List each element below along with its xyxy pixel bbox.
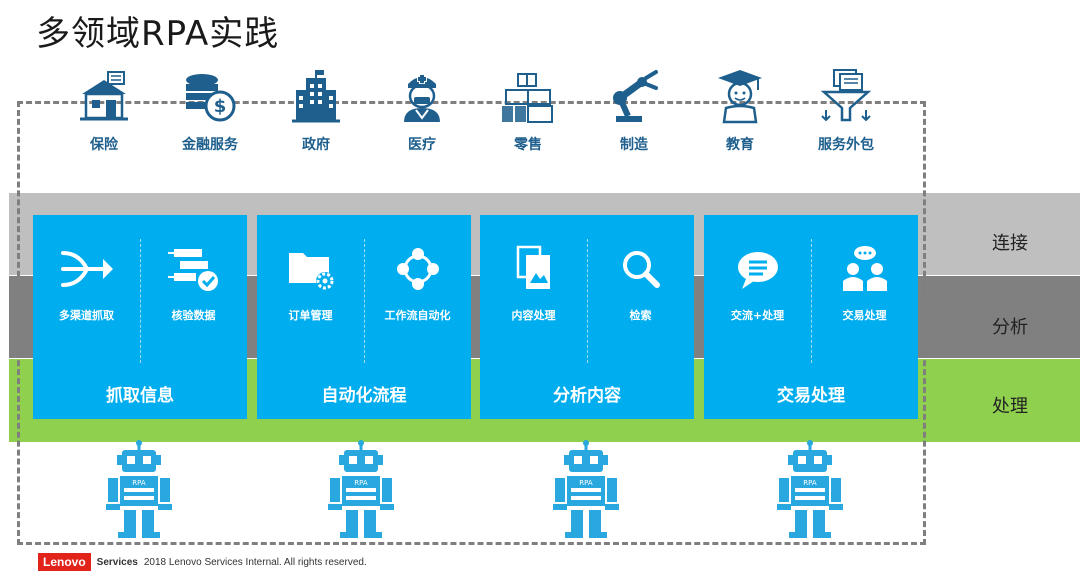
domain-label: 医疗 xyxy=(408,137,436,153)
robot-1: RPA xyxy=(104,440,174,540)
domain-insurance: 保险 xyxy=(56,68,152,154)
domain-label: 服务外包 xyxy=(818,137,874,153)
insurance-house-icon xyxy=(80,71,128,121)
card-item-label: 内容处理 xyxy=(511,309,556,322)
footer-copyright: 2018 Lenovo Services Internal. All right… xyxy=(143,556,367,568)
government-building-icon xyxy=(292,70,340,123)
card-item-label: 核验数据 xyxy=(171,309,216,322)
card-title: 交易处理 xyxy=(777,386,845,406)
rpa-robot-icon: RPA xyxy=(777,440,843,538)
boxes-icon xyxy=(502,73,553,123)
rpa-robot-icon: RPA xyxy=(106,440,172,538)
band-label-analyze: 分析 xyxy=(992,317,1028,338)
svg-text:$: $ xyxy=(214,96,227,117)
dashed-frame xyxy=(17,101,926,545)
card-item-label: 多渠道抓取 xyxy=(59,309,114,322)
domain-retail: 零售 xyxy=(480,68,576,154)
card-divider xyxy=(811,239,812,363)
card-analyze-content: 内容处理 检索 分析内容 xyxy=(480,215,694,419)
robot-label: RPA xyxy=(579,479,593,487)
graduate-icon xyxy=(718,70,762,124)
card-item: 检索 xyxy=(587,245,694,323)
domain-healthcare: 医疗 xyxy=(374,68,470,154)
card-item: 订单管理 xyxy=(257,245,364,323)
band-label-process: 处理 xyxy=(992,396,1028,417)
footer-services: Services xyxy=(96,556,138,568)
domain-government: 政府 xyxy=(268,68,364,154)
domain-manufacturing: 制造 xyxy=(586,68,682,154)
card-item-label: 交流+处理 xyxy=(730,309,785,322)
robot-3: RPA xyxy=(551,440,621,540)
card-item-label: 订单管理 xyxy=(288,309,333,322)
card-title: 自动化流程 xyxy=(321,386,407,406)
card-item: 多渠道抓取 xyxy=(33,245,140,323)
domain-label: 零售 xyxy=(514,137,542,153)
domain-education: 教育 xyxy=(692,68,788,154)
domain-label: 保险 xyxy=(90,137,118,153)
band-label-connect: 连接 xyxy=(992,233,1028,254)
robot-4: RPA xyxy=(775,440,845,540)
card-item: 交易处理 xyxy=(811,245,918,323)
card-title: 抓取信息 xyxy=(106,386,174,406)
domain-label: 制造 xyxy=(620,137,648,153)
documents-icon xyxy=(516,245,550,289)
robot-label: RPA xyxy=(354,479,368,487)
card-item: 工作流自动化 xyxy=(364,245,471,323)
domain-label: 金融服务 xyxy=(182,137,238,153)
card-item: 交流+处理 xyxy=(704,245,811,323)
data-check-icon xyxy=(167,249,218,291)
card-automate-workflow: 订单管理 工作流自动化 自动化流程 xyxy=(257,215,471,419)
card-item: 核验数据 xyxy=(140,245,247,323)
robot-arm-icon xyxy=(613,70,658,122)
card-item-label: 检索 xyxy=(629,309,652,322)
chat-bubble-icon xyxy=(737,252,778,289)
robot-label: RPA xyxy=(803,479,817,487)
card-item-label: 工作流自动化 xyxy=(384,309,451,322)
card-transaction-processing: 交流+处理 交易处理 交易处理 xyxy=(704,215,918,419)
domain-label: 教育 xyxy=(726,137,754,153)
funnel-documents-icon xyxy=(820,69,872,122)
domain-outsourcing: 服务外包 xyxy=(798,68,894,154)
lenovo-logo: Lenovo xyxy=(38,553,91,571)
page-title: 多领域RPA实践 xyxy=(36,14,280,54)
magnifier-icon xyxy=(622,251,660,288)
nurse-icon xyxy=(404,74,440,122)
rpa-robot-icon: RPA xyxy=(553,440,619,538)
card-divider xyxy=(140,239,141,363)
folder-gear-icon xyxy=(288,253,334,290)
card-title: 分析内容 xyxy=(553,386,621,406)
rpa-robot-icon: RPA xyxy=(328,440,394,538)
people-chat-icon xyxy=(842,246,887,291)
card-item-label: 交易处理 xyxy=(842,309,887,322)
card-divider xyxy=(587,239,588,363)
coins-dollar-icon: $ xyxy=(186,74,236,122)
card-capture-info: 多渠道抓取 核验数据 抓取信息 xyxy=(33,215,247,419)
card-item: 内容处理 xyxy=(480,245,587,323)
robot-2: RPA xyxy=(326,440,396,540)
domain-finance: $ 金融服务 xyxy=(162,68,258,154)
card-divider xyxy=(364,239,365,363)
robot-label: RPA xyxy=(132,479,146,487)
domain-label: 政府 xyxy=(302,137,330,153)
workflow-cycle-icon xyxy=(396,248,439,290)
footer: Lenovo Services 2018 Lenovo Services Int… xyxy=(38,552,367,572)
merge-arrows-icon xyxy=(60,251,113,287)
